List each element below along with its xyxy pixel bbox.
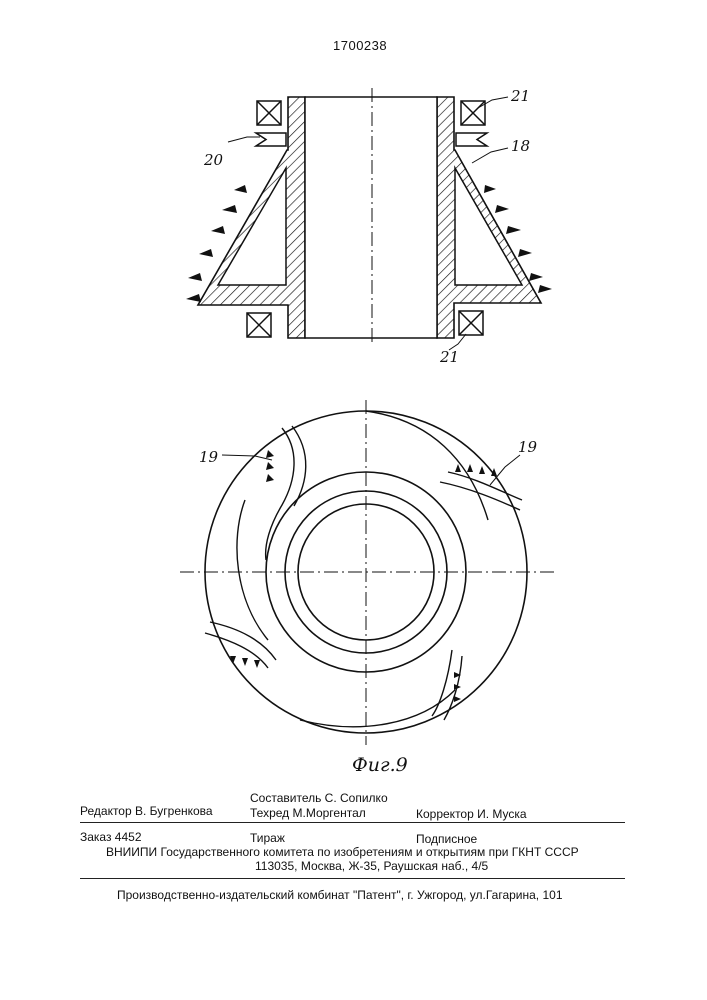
left-cavity [218,168,286,285]
label-21-top: 21 [510,87,530,105]
corrector-line: Корректор И. Муска [416,807,527,821]
order-line: Заказ 4452 [80,830,142,844]
label-18: 18 [511,137,530,155]
label-21-bottom: 21 [439,348,459,366]
org-line: ВНИИПИ Государственного комитета по изоб… [106,845,579,859]
compiler-line: Составитель С. Сопилко [250,791,388,805]
address-line: 113035, Москва, Ж-35, Раушская наб., 4/5 [255,859,488,873]
label-19-left: 19 [199,448,219,466]
circulation-line: Тираж [250,831,285,845]
label-19-right: 19 [518,438,538,456]
right-wall-section [437,97,541,338]
end-view-teeth [230,450,497,702]
figure-caption: Фиг.9 [352,754,408,776]
subscription-line: Подписное [416,832,477,846]
label-20: 20 [203,151,224,169]
right-cavity [455,168,522,285]
techred-line: Техред М.Моргентал [250,806,366,820]
divider-bottom [80,878,625,879]
left-wall-section [198,97,305,338]
printer-line: Производственно-издательский комбинат "П… [117,888,563,902]
editor-line: Редактор В. Бугренкова [80,804,213,818]
divider-top [80,822,625,823]
end-view [180,400,555,745]
